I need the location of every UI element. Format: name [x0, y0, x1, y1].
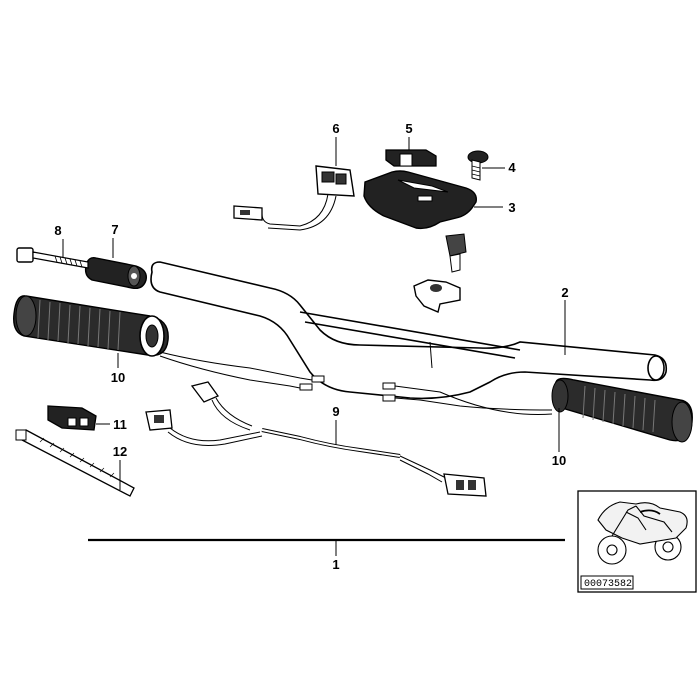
left-heated-grip-part[interactable]	[13, 295, 325, 391]
switch-housing-part[interactable]	[363, 170, 477, 230]
handlebar-part[interactable]	[150, 261, 668, 400]
callout-12: 12	[113, 444, 127, 459]
reference-number: 00073582	[584, 579, 632, 590]
leader-lines	[62, 137, 566, 556]
callout-10-left: 10	[111, 370, 125, 385]
callout-10-right: 10	[552, 453, 566, 468]
motorcycle-icon	[597, 501, 688, 565]
bolt-part[interactable]	[16, 247, 89, 269]
callout-1: 1	[332, 557, 339, 572]
callout-labels: 6 5 4 3 8 7 2 10 9 11 12 10 1	[54, 121, 568, 572]
motorcycle-thumbnail: 00073582	[577, 490, 697, 593]
callout-3: 3	[508, 200, 515, 215]
switch-with-cable-part[interactable]	[233, 165, 355, 231]
connector-part[interactable]	[47, 405, 97, 431]
screw-part[interactable]	[467, 150, 489, 181]
callout-2: 2	[561, 285, 568, 300]
callout-9: 9	[332, 404, 339, 419]
clip-part[interactable]	[385, 149, 437, 167]
spacer-sleeve-part[interactable]	[84, 256, 147, 290]
callout-6: 6	[332, 121, 339, 136]
cable-tie-part[interactable]	[15, 429, 135, 497]
right-heated-grip-part[interactable]	[382, 377, 693, 443]
callout-11: 11	[113, 417, 127, 432]
callout-5: 5	[405, 121, 412, 136]
callout-7: 7	[111, 222, 118, 237]
callout-8: 8	[54, 223, 61, 238]
callout-4: 4	[508, 160, 516, 175]
clamp-mount-part[interactable]	[413, 233, 467, 313]
wiring-harness-part[interactable]	[145, 381, 487, 497]
